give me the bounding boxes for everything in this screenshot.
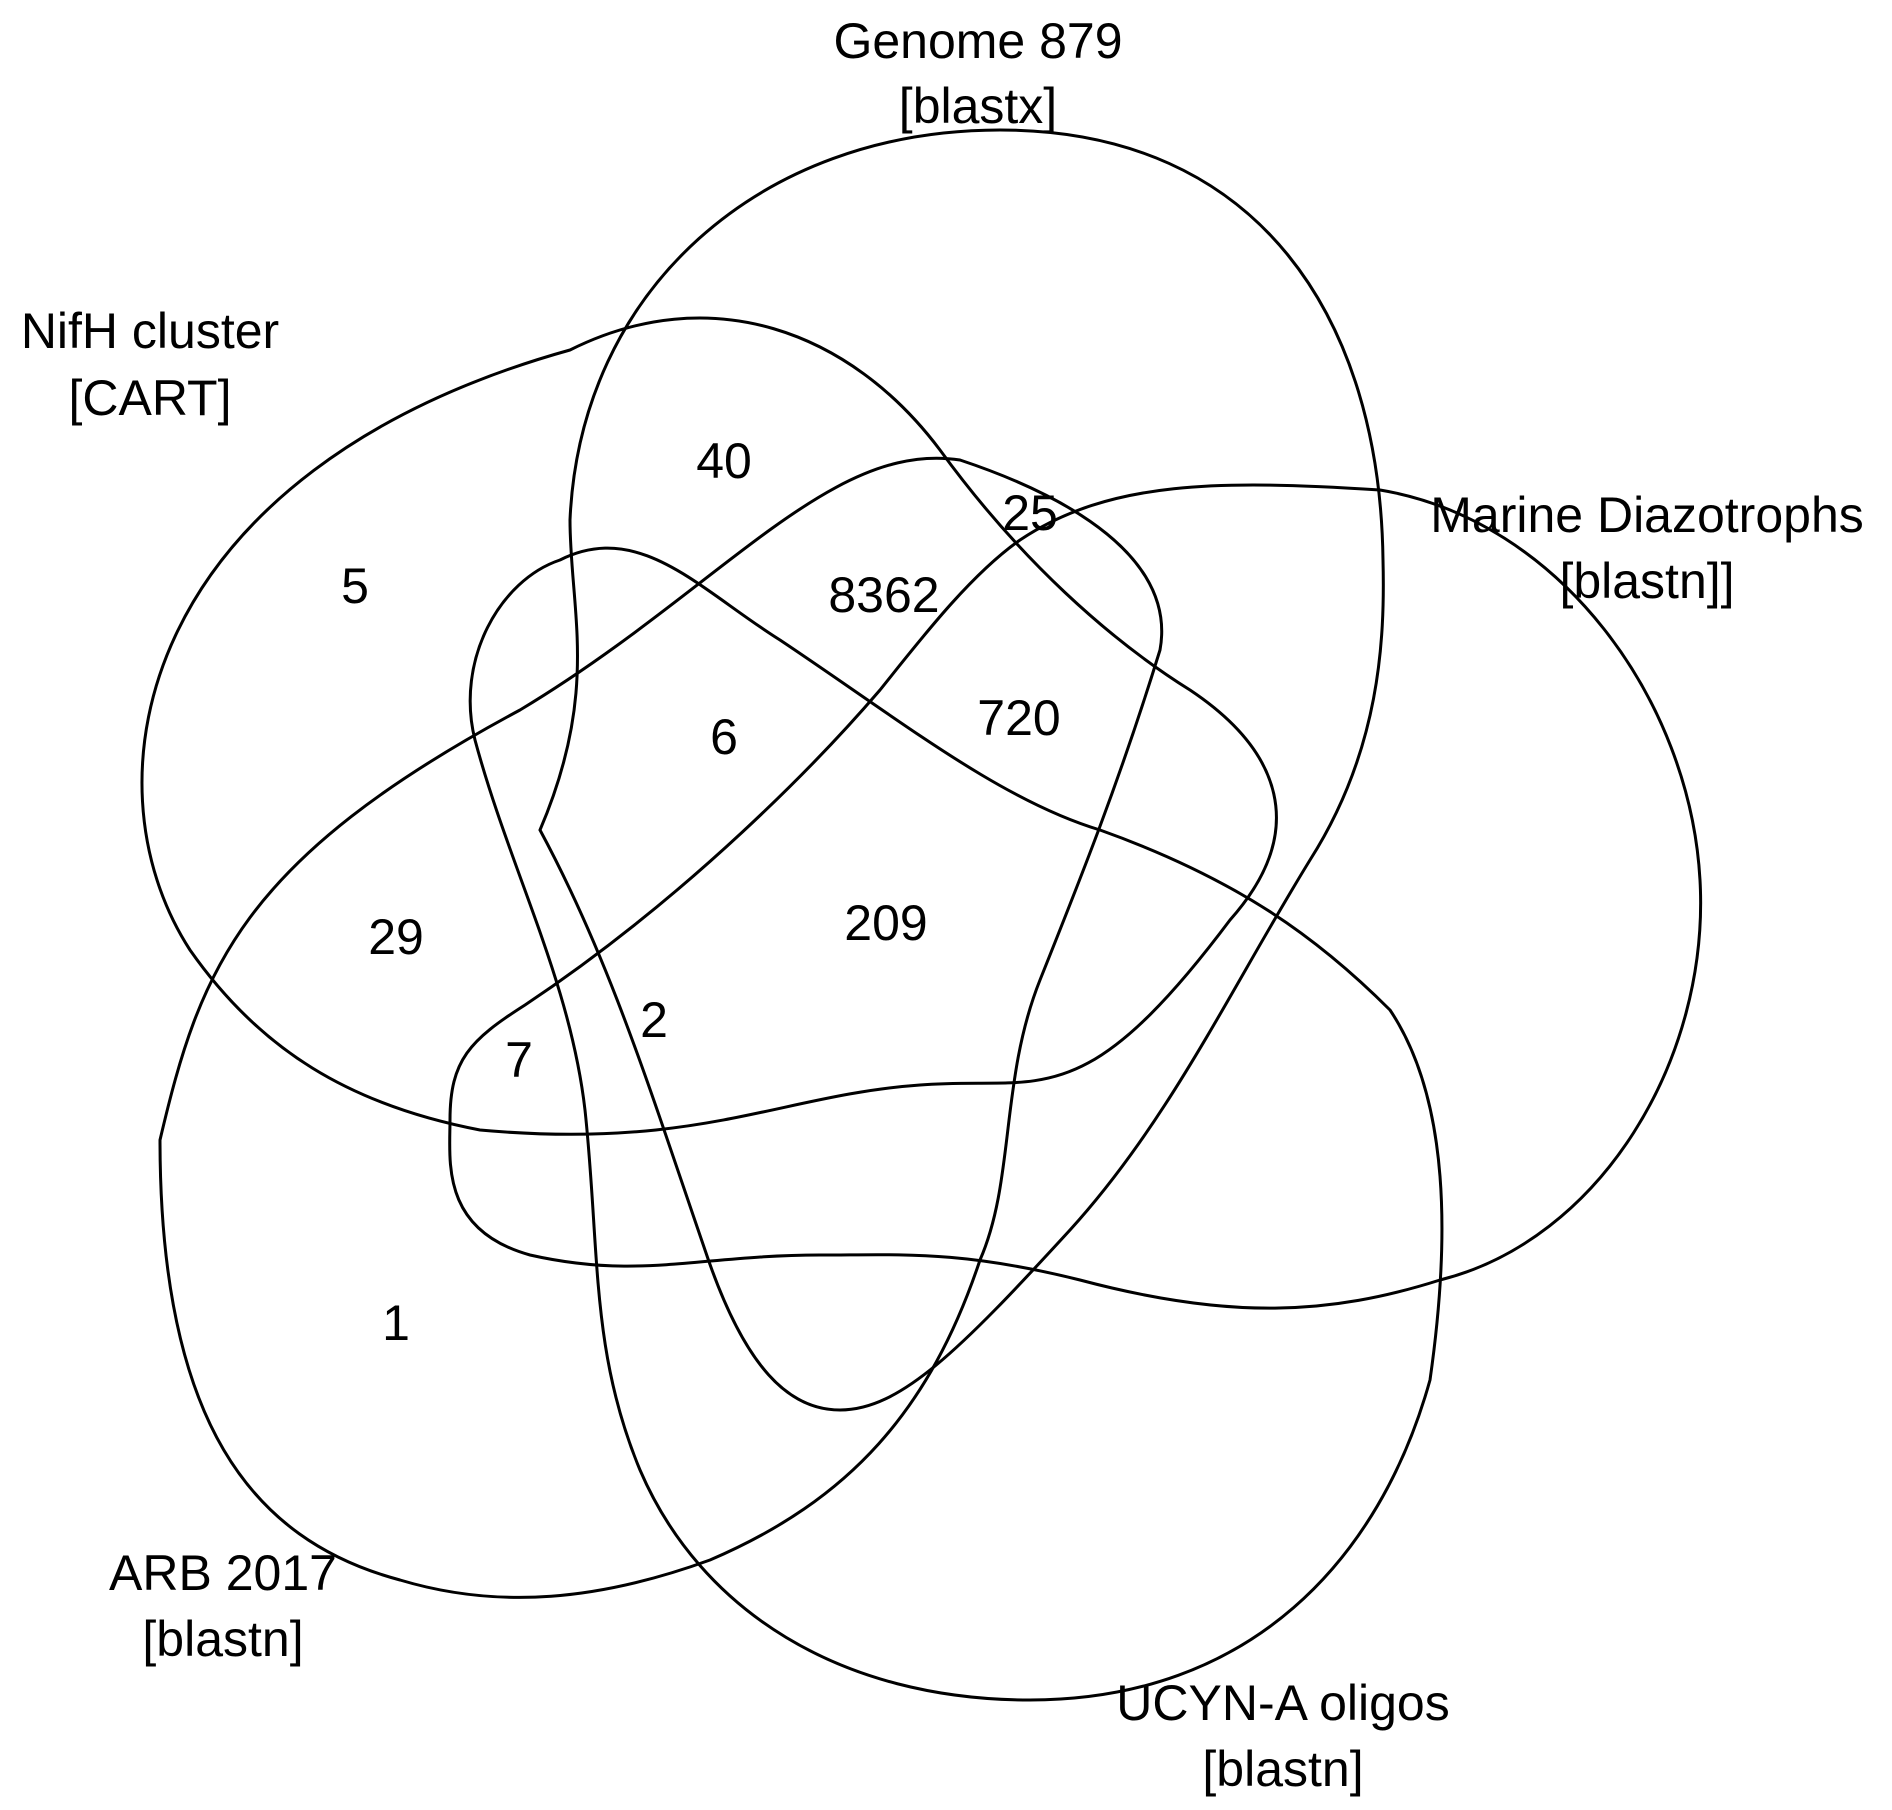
set-outline-marine — [448, 483, 1703, 1310]
set-outline-ucyna — [468, 546, 1444, 1702]
set-outline-genome — [538, 128, 1385, 1412]
set-label-ucyna-method: [blastn] — [1202, 1741, 1363, 1797]
region-count-genome-marine: 25 — [1002, 485, 1058, 541]
set-label-marine-method: [blastn]] — [1559, 553, 1734, 609]
region-count-genome-nifh-arb: 6 — [710, 709, 738, 765]
set-label-nifh-method: [CART] — [69, 370, 232, 426]
set-outline-arb — [158, 456, 1164, 1599]
set-label-genome-method: [blastx] — [899, 78, 1057, 134]
region-count-nifh-arb-ucyna: 2 — [640, 992, 668, 1048]
set-label-ucyna-name: UCYN-A oligos — [1116, 1675, 1449, 1731]
region-count-nifh-only: 5 — [341, 558, 369, 614]
region-count-genome-nifh-marine: 8362 — [828, 567, 939, 623]
region-count-arb-only: 1 — [382, 1295, 410, 1351]
set-label-arb-name: ARB 2017 — [109, 1545, 337, 1601]
region-count-genome-marine-ucyna: 720 — [977, 690, 1060, 746]
region-count-genome-nifh: 40 — [696, 433, 752, 489]
region-count-nifh-arb: 29 — [368, 909, 424, 965]
set-label-genome-name: Genome 879 — [833, 13, 1122, 69]
set-label-nifh-name: NifH cluster — [21, 303, 279, 359]
region-count-nifh-arb-marine: 7 — [505, 1032, 533, 1088]
set-label-marine-name: Marine Diazotrophs — [1430, 487, 1864, 543]
set-outline-nifh — [140, 316, 1278, 1136]
set-label-arb-method: [blastn] — [142, 1611, 303, 1667]
region-count-all-five: 209 — [844, 895, 927, 951]
